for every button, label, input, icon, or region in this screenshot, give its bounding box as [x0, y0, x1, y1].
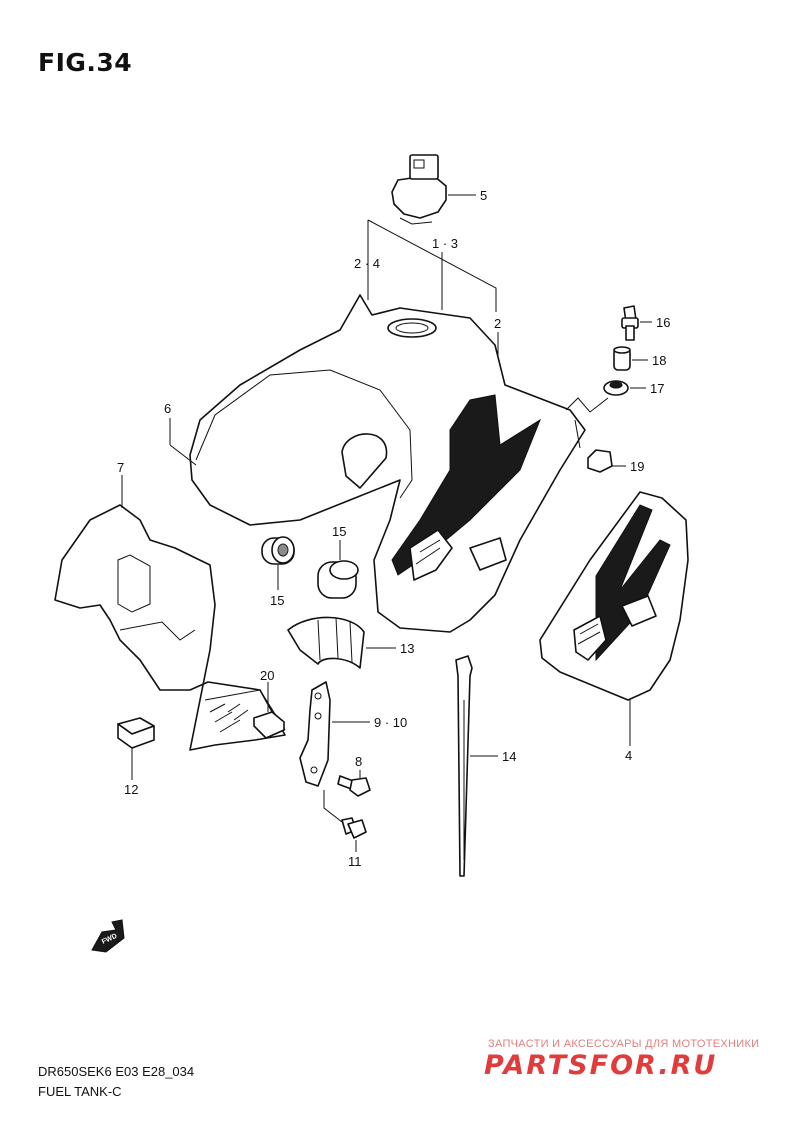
bracket-line-tank	[367, 219, 497, 312]
callout-5: 5	[480, 188, 487, 203]
cushion-17-part[interactable]	[603, 380, 629, 396]
callout-6: 6	[164, 401, 171, 416]
leader-line-assembly	[565, 397, 609, 413]
tank-cover-right-part[interactable]	[539, 491, 689, 701]
callout-4: 4	[625, 748, 632, 763]
fuel-cap-part[interactable]	[391, 154, 447, 225]
callout-7: 7	[117, 460, 124, 475]
callout-20: 20	[260, 668, 274, 683]
callout-11: 11	[348, 854, 362, 869]
section-name: FUEL TANK-C	[38, 1084, 122, 1099]
cable-tie-14-part[interactable]	[455, 655, 473, 877]
callout-15b: 15	[332, 524, 346, 539]
callout-13: 13	[400, 641, 414, 656]
cushion-12-part[interactable]	[117, 717, 155, 749]
pad-20-part[interactable]	[253, 711, 285, 739]
callout-8: 8	[355, 754, 362, 769]
callout-14: 14	[502, 749, 516, 764]
callout-12: 12	[124, 782, 138, 797]
cushion-13-part[interactable]	[287, 616, 365, 669]
bolt-8-part[interactable]	[337, 775, 371, 797]
tank-cover-left-part[interactable]	[54, 504, 286, 751]
callout-2: 2	[494, 316, 501, 331]
callout-1-3: 1 · 3	[432, 236, 458, 251]
cushion-15b-part[interactable]	[317, 560, 359, 599]
watermark-brand: PARTSFOR.RU	[484, 1050, 718, 1081]
leader-line-bolt	[323, 790, 343, 823]
model-code: DR650SEK6 E03 E28_034	[38, 1064, 195, 1079]
callout-9-10: 9 · 10	[374, 715, 407, 730]
callout-15a: 15	[270, 593, 284, 608]
bracket-9-10-part[interactable]	[299, 681, 331, 787]
collar-18-part[interactable]	[613, 346, 631, 371]
bolt-11-part[interactable]	[341, 817, 367, 839]
bolt-16-part[interactable]	[621, 305, 639, 341]
callout-2-4: 2 · 4	[354, 256, 380, 271]
watermark-tagline: ЗАПЧАСТИ И АКСЕССУАРЫ ДЛЯ МОТОТЕХНИКИ	[488, 1038, 760, 1050]
callout-17: 17	[650, 381, 664, 396]
fuel-tank-part[interactable]	[189, 294, 586, 633]
cushion-19-part[interactable]	[587, 449, 613, 473]
leader-line-6b	[169, 444, 197, 466]
figure-title: FIG.34	[38, 48, 133, 77]
fwd-arrow-icon: FWD	[91, 919, 125, 953]
cushion-15a-part[interactable]	[261, 536, 295, 565]
callout-18: 18	[652, 353, 666, 368]
callout-16: 16	[656, 315, 670, 330]
callout-19: 19	[630, 459, 644, 474]
